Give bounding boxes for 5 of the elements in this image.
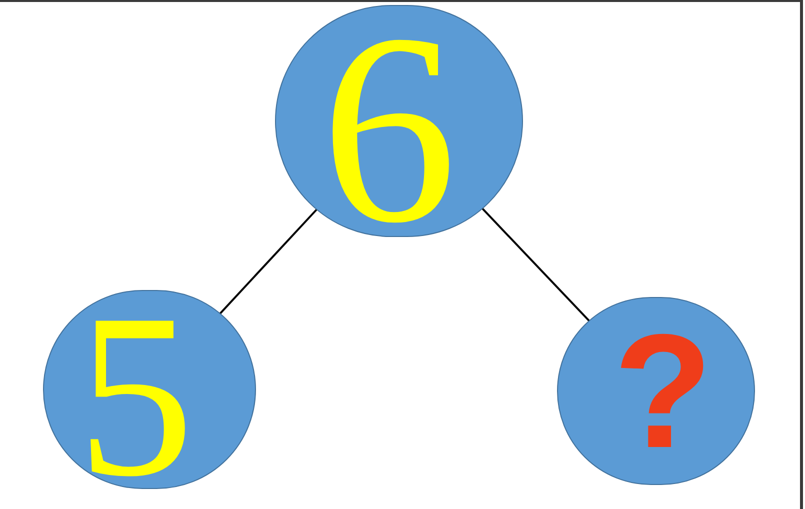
connector-line <box>480 206 590 322</box>
node-label: 5 <box>77 302 194 490</box>
node-label: 6 <box>321 20 457 238</box>
connector-line <box>218 208 318 316</box>
node-label: ? <box>614 327 712 457</box>
